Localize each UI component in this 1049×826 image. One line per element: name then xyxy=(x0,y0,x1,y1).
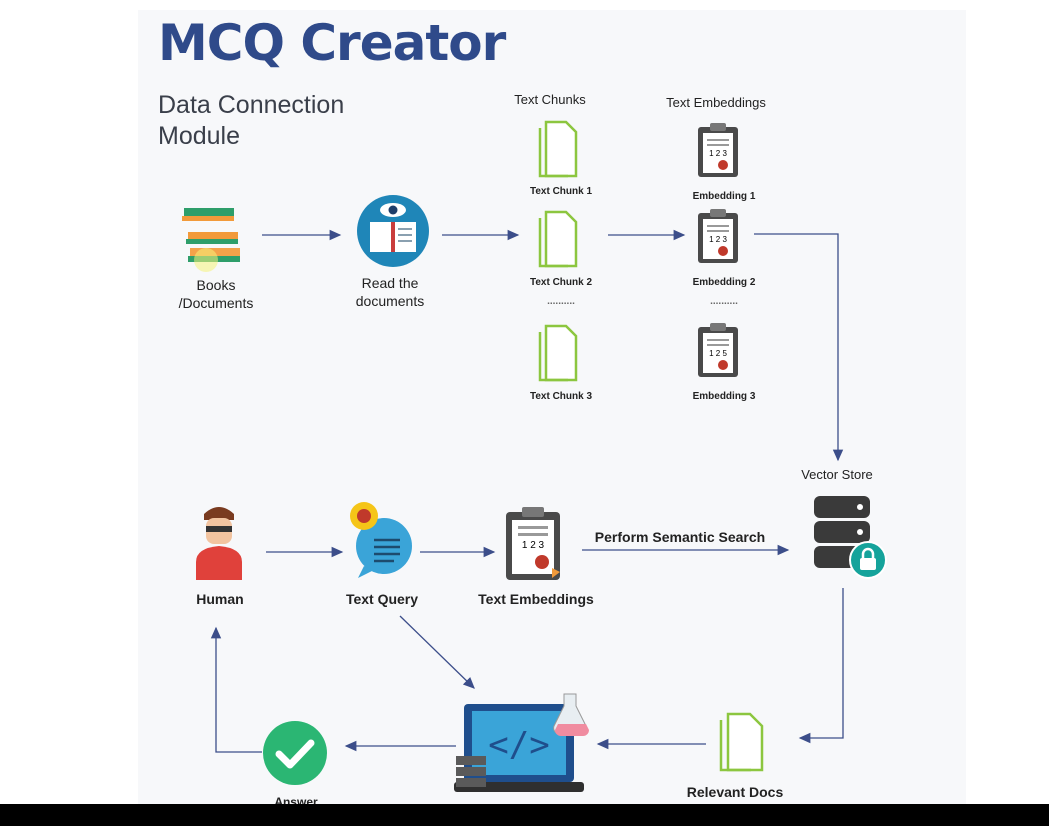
laptop-code-icon: </> xyxy=(454,690,594,800)
relevant-docs-icon xyxy=(716,712,766,774)
text-chunk-2-label: Text Chunk 2 xyxy=(529,277,593,288)
page-title: MCQ Creator xyxy=(158,14,506,72)
text-chunk-3-label: Text Chunk 3 xyxy=(529,391,593,402)
relevant-docs-label: Relevant Docs xyxy=(686,784,784,800)
query-embeddings-label: Text Embeddings xyxy=(478,591,594,607)
embedding-1-label: Embedding 1 xyxy=(692,191,756,202)
books-label: Books /Documents xyxy=(178,277,254,311)
books-icon xyxy=(178,200,248,272)
embedding-1-icon: 1 2 3 xyxy=(696,122,742,180)
svg-text:1 2 5: 1 2 5 xyxy=(709,349,727,358)
vector-store-label: Vector Store xyxy=(801,467,873,482)
text-chunk-3-icon xyxy=(536,324,580,384)
text-chunks-header: Text Chunks xyxy=(514,92,586,107)
text-embeddings-header: Text Embeddings xyxy=(666,95,766,110)
semantic-search-label: Perform Semantic Search xyxy=(594,529,766,545)
video-bottom-bar xyxy=(0,804,1049,826)
answer-check-icon xyxy=(262,720,328,786)
text-chunk-2-icon xyxy=(536,210,580,270)
text-chunk-1-icon xyxy=(536,120,580,180)
embedding-2-icon: 1 2 3 xyxy=(696,208,742,266)
embedding-3-icon: 1 2 5 xyxy=(696,322,742,380)
module-subtitle: Data Connection Module xyxy=(158,91,345,150)
svg-text:1 2 3: 1 2 3 xyxy=(709,149,727,158)
embedding-ellipsis: .......... xyxy=(710,296,738,307)
query-embeddings-icon: 1 2 3 xyxy=(504,506,564,582)
svg-text:</>: </> xyxy=(488,725,549,765)
embedding-2-label: Embedding 2 xyxy=(692,277,756,288)
read-documents-label: Read the documents xyxy=(355,275,425,309)
read-documents-icon xyxy=(356,194,430,268)
embedding-3-label: Embedding 3 xyxy=(692,391,756,402)
chunk-ellipsis: .......... xyxy=(547,296,575,307)
text-query-chat-icon xyxy=(346,500,416,580)
text-chunk-1-label: Text Chunk 1 xyxy=(529,186,593,197)
svg-text:1 2 3: 1 2 3 xyxy=(522,540,545,551)
human-label: Human xyxy=(196,591,244,607)
svg-text:1 2 3: 1 2 3 xyxy=(709,235,727,244)
text-query-label: Text Query xyxy=(345,591,419,607)
vector-store-database-icon xyxy=(810,492,890,582)
human-icon xyxy=(192,504,246,580)
